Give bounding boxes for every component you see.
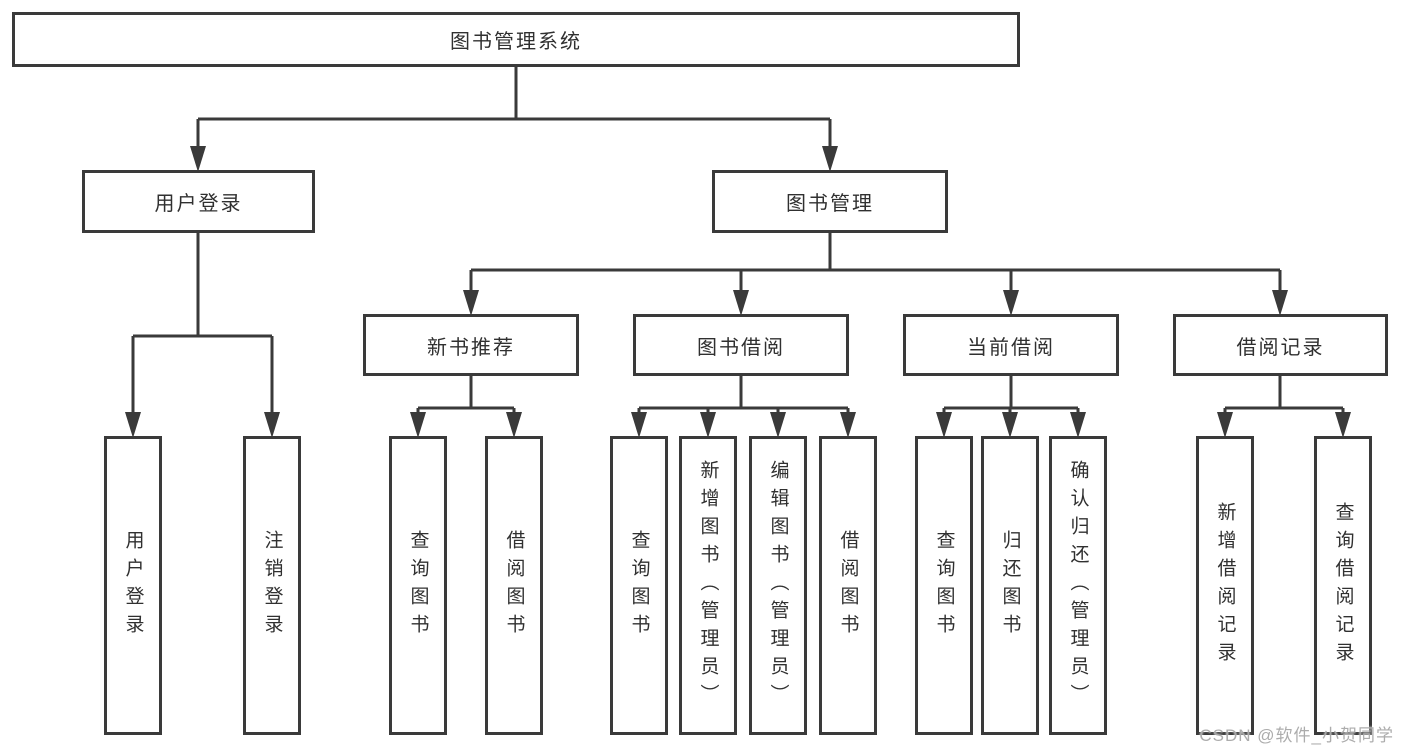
arrow-down-icon bbox=[1272, 290, 1288, 316]
node-book-management: 图书管理 bbox=[712, 170, 948, 233]
node-new-book-recommend: 新书推荐 bbox=[363, 314, 579, 376]
arrow-down-icon bbox=[264, 412, 280, 438]
arrow-down-icon bbox=[1003, 290, 1019, 316]
node-edit-book-admin: 编辑图书（管理员） bbox=[749, 436, 807, 735]
edge-user-login bbox=[131, 233, 274, 416]
edge-root bbox=[196, 67, 832, 150]
node-label: 新增借阅记录 bbox=[1214, 501, 1236, 670]
node-label: 新书推荐 bbox=[427, 336, 515, 359]
arrow-down-icon bbox=[1002, 412, 1018, 438]
arrow-down-icon bbox=[840, 412, 856, 438]
arrow-down-icon bbox=[125, 412, 141, 438]
node-book-borrow: 图书借阅 bbox=[633, 314, 849, 376]
node-label: 图书管理 bbox=[786, 193, 874, 215]
node-label: 归还图书 bbox=[999, 529, 1021, 642]
node-borrow-records: 借阅记录 bbox=[1173, 314, 1388, 376]
node-add-borrow-record: 新增借阅记录 bbox=[1196, 436, 1254, 735]
arrow-down-icon bbox=[1217, 412, 1233, 438]
node-query-borrow-record: 查询借阅记录 bbox=[1314, 436, 1372, 735]
node-current-borrow: 当前借阅 bbox=[903, 314, 1119, 376]
node-confirm-return-admin: 确认归还（管理员） bbox=[1049, 436, 1107, 735]
arrow-down-icon bbox=[506, 412, 522, 438]
node-label: 图书借阅 bbox=[697, 336, 785, 359]
edge-book-borrow bbox=[637, 376, 850, 416]
arrow-down-icon bbox=[733, 290, 749, 316]
node-label: 借阅图书 bbox=[837, 529, 859, 642]
arrow-down-icon bbox=[822, 146, 838, 172]
arrow-down-icon bbox=[190, 146, 206, 172]
node-label: 查询借阅记录 bbox=[1332, 501, 1354, 670]
node-query-books-borrow: 查询图书 bbox=[610, 436, 668, 735]
node-label: 借阅记录 bbox=[1236, 336, 1325, 359]
arrow-down-icon bbox=[936, 412, 952, 438]
arrow-down-icon bbox=[463, 290, 479, 316]
node-label: 确认归还（管理员） bbox=[1067, 459, 1089, 712]
node-label: 新增图书（管理员） bbox=[697, 459, 719, 712]
watermark: CSDN @软件_小贺同学 bbox=[1199, 726, 1394, 745]
node-label: 编辑图书（管理员） bbox=[767, 459, 789, 712]
node-query-books-recommend: 查询图书 bbox=[389, 436, 447, 735]
node-borrow-books-recommend: 借阅图书 bbox=[485, 436, 543, 735]
node-label: 注销登录 bbox=[261, 529, 283, 642]
arrow-down-icon bbox=[1335, 412, 1351, 438]
node-label: 查询图书 bbox=[628, 529, 650, 642]
node-return-book: 归还图书 bbox=[981, 436, 1039, 735]
node-query-books-current: 查询图书 bbox=[915, 436, 973, 735]
node-system-root: 图书管理系统 bbox=[12, 12, 1020, 67]
node-borrow-books-borrow: 借阅图书 bbox=[819, 436, 877, 735]
arrow-down-icon bbox=[770, 412, 786, 438]
arrow-down-icon bbox=[410, 412, 426, 438]
edge-new-book-recommend bbox=[416, 376, 516, 416]
edge-book-management bbox=[469, 233, 1282, 294]
edge-borrow-records bbox=[1223, 376, 1345, 416]
arrow-down-icon bbox=[1070, 412, 1086, 438]
node-label: 借阅图书 bbox=[503, 529, 525, 642]
node-add-book-admin: 新增图书（管理员） bbox=[679, 436, 737, 735]
arrow-down-icon bbox=[700, 412, 716, 438]
node-user-login-action: 用户登录 bbox=[104, 436, 162, 735]
arrow-down-icon bbox=[631, 412, 647, 438]
node-logout-action: 注销登录 bbox=[243, 436, 301, 735]
node-label: 图书管理系统 bbox=[450, 31, 582, 53]
edge-current-borrow bbox=[942, 376, 1080, 416]
node-label: 查询图书 bbox=[407, 529, 429, 642]
node-label: 用户登录 bbox=[154, 193, 243, 215]
node-user-login: 用户登录 bbox=[82, 170, 315, 233]
node-label: 用户登录 bbox=[122, 529, 144, 642]
node-label: 当前借阅 bbox=[967, 336, 1055, 359]
node-label: 查询图书 bbox=[933, 529, 955, 642]
